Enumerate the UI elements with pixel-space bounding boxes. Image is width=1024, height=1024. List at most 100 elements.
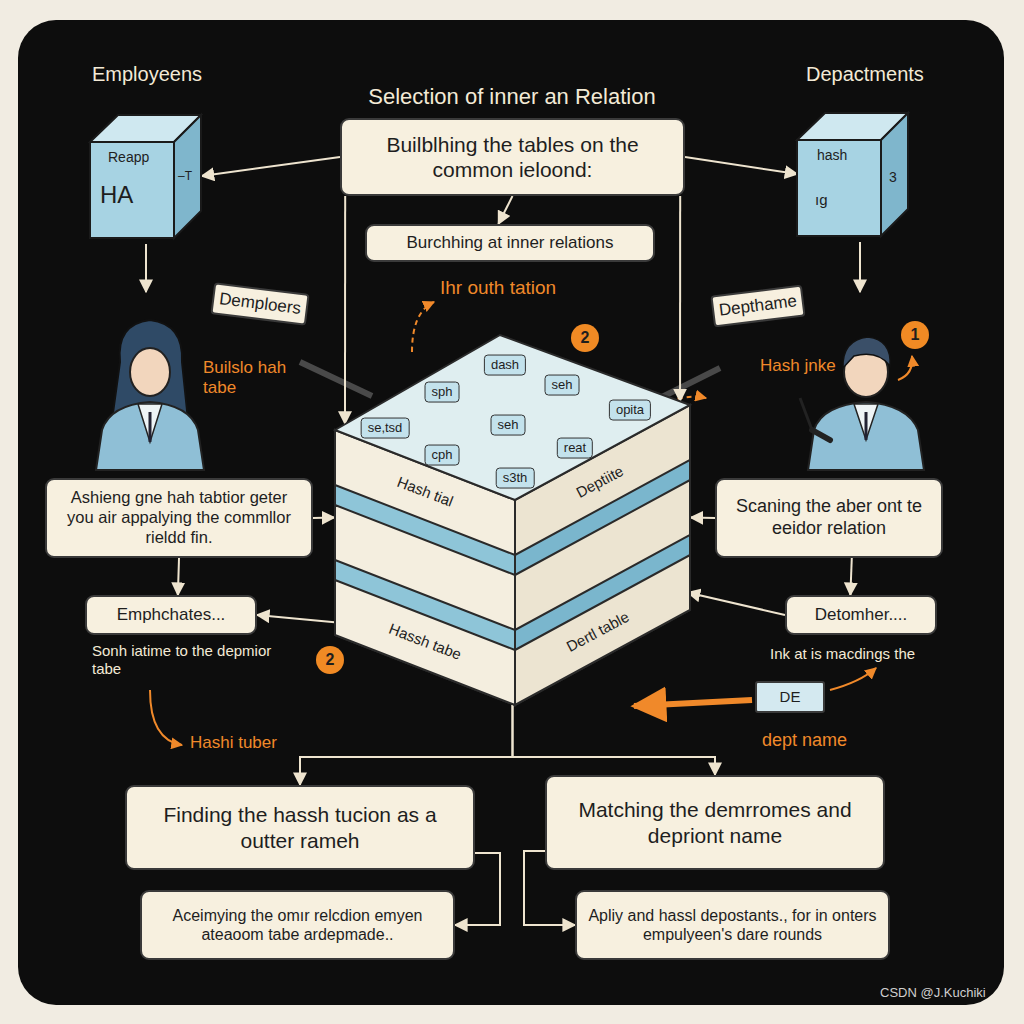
callout-number: 2 (571, 324, 599, 352)
box-text: seh (552, 378, 573, 393)
connector-arrow (688, 593, 785, 616)
cube-face (174, 115, 201, 238)
relation-name: Depactments (806, 62, 924, 86)
arm (812, 430, 830, 440)
orange-arrow (830, 668, 876, 690)
down-arrow (145, 244, 147, 292)
box-text: reat (564, 441, 586, 456)
hash-table-block-outline (330, 330, 695, 705)
note-label: Sonh iatime to the depmior tabe (92, 642, 282, 678)
hash-bucket: dash (484, 355, 526, 376)
note-label: Hashi tuber (190, 733, 277, 753)
connector-arrow (257, 615, 337, 623)
box-text: seh (498, 418, 519, 433)
shape-label: –T (178, 170, 192, 183)
note-label: dept name (762, 730, 847, 752)
orange-arrow (412, 302, 434, 352)
connector-arrow (498, 196, 512, 224)
box-text: Builblhing the tables on the common ielo… (352, 132, 673, 182)
hash-bucket: reat (557, 438, 593, 459)
hash-table-block: Hash tialDeptiiteHassh tabeDertl tableda… (330, 330, 695, 705)
note-label: Hash jnke (760, 356, 836, 376)
hair (843, 337, 890, 368)
face (130, 348, 170, 396)
box-text: Ashieng gne hah tabtior geter you air ap… (57, 488, 301, 547)
hash-bucket: opita (609, 400, 651, 421)
table-cube: hash ıg 3 (795, 110, 911, 238)
shape-label: 3 (889, 170, 897, 185)
tag-label: Demploers (210, 282, 309, 326)
diagram-title: Selection of inner an Relation (312, 84, 712, 110)
orange-arrow (150, 690, 182, 745)
hash-bucket: se,tsd (361, 418, 410, 439)
box-text: Scaning the aber ont te eeidor relation (727, 496, 931, 539)
pointer-stick (800, 398, 812, 430)
connector-arrow (685, 157, 797, 174)
suit (808, 402, 924, 470)
hash-bucket: seh (491, 415, 526, 436)
swoosh (300, 362, 372, 396)
callout-number: 1 (901, 321, 929, 349)
box-text: Emphchates... (117, 605, 226, 625)
connector-arrow (850, 558, 851, 595)
box-text: cph (432, 448, 453, 463)
box-text: Finding the hassh tucion as a outter ram… (137, 802, 463, 852)
hash-bucket: seh (545, 375, 580, 396)
shirt (854, 404, 878, 440)
watermark: CSDN @J.Kuchiki (880, 985, 986, 1001)
cube-face (881, 113, 908, 236)
key-box: DE (755, 681, 825, 713)
sub-step-box: Apliy and hassl depostants., for in onte… (575, 890, 890, 960)
shape-label: Reapp (108, 150, 149, 165)
box-text: dash (491, 358, 519, 373)
hash-bucket: s3th (496, 468, 535, 489)
box-text: Apliy and hassl depostants., for in onte… (587, 906, 878, 944)
connector-arrow (300, 705, 513, 785)
box-text: DE (780, 688, 801, 706)
top-face (335, 335, 690, 500)
box-text: Depthame (718, 291, 798, 321)
orange-arrow (898, 356, 912, 380)
hash-bucket: cph (425, 445, 460, 466)
shape-label: hash (817, 148, 847, 163)
result-box: Emphchates... (85, 595, 257, 635)
down-arrow (859, 242, 861, 292)
box-text: sph (432, 385, 453, 400)
relation-name: Employeens (92, 62, 202, 86)
note-label: Ihr outh tation (440, 277, 556, 300)
note-label: Builslo hah tabe (203, 358, 298, 399)
callout-number: 2 (316, 646, 344, 674)
swoosh (660, 368, 720, 398)
result-box: Detomher.... (785, 595, 937, 635)
box-text: opita (616, 403, 644, 418)
step-box: Matching the demrromes and depriont name (545, 775, 885, 870)
table-cube: ReappHA –T (88, 112, 204, 240)
connector-arrow (344, 196, 346, 424)
tag-label: Depthame (710, 285, 805, 328)
connector-arrow (202, 157, 340, 176)
box-text: Demploers (218, 289, 302, 319)
woman-figure (96, 320, 204, 470)
shape-label: HA (100, 182, 133, 208)
connector-arrow (313, 517, 334, 520)
sub-step-box: Aceimying the omır relcdion emyen ateaoo… (140, 890, 455, 960)
suit (96, 402, 204, 470)
step-box: Builblhing the tables on the common ielo… (340, 118, 685, 196)
note-box: Ashieng gne hah tabtior geter you air ap… (45, 478, 313, 558)
tie (865, 412, 868, 440)
shirt (138, 404, 162, 442)
cube-face (90, 142, 174, 238)
connector-arrow (691, 517, 715, 520)
connector-arrow (513, 705, 716, 775)
step-box: Finding the hassh tucion as a outter ram… (125, 785, 475, 870)
tie (149, 412, 152, 442)
dark-panel (18, 20, 1004, 1005)
box-text: Burchhing at inner relations (407, 233, 614, 253)
box-text: Aceimying the omır relcdion emyen ateaoo… (152, 906, 443, 944)
sub-step-box: Burchhing at inner relations (365, 224, 655, 262)
note-box: Scaning the aber ont te eeidor relation (715, 478, 943, 558)
connector-arrow (178, 558, 179, 595)
shape-label: ıg (815, 192, 828, 209)
box-text: Matching the demrromes and depriont name (557, 797, 873, 847)
box-text: se,tsd (368, 421, 403, 436)
